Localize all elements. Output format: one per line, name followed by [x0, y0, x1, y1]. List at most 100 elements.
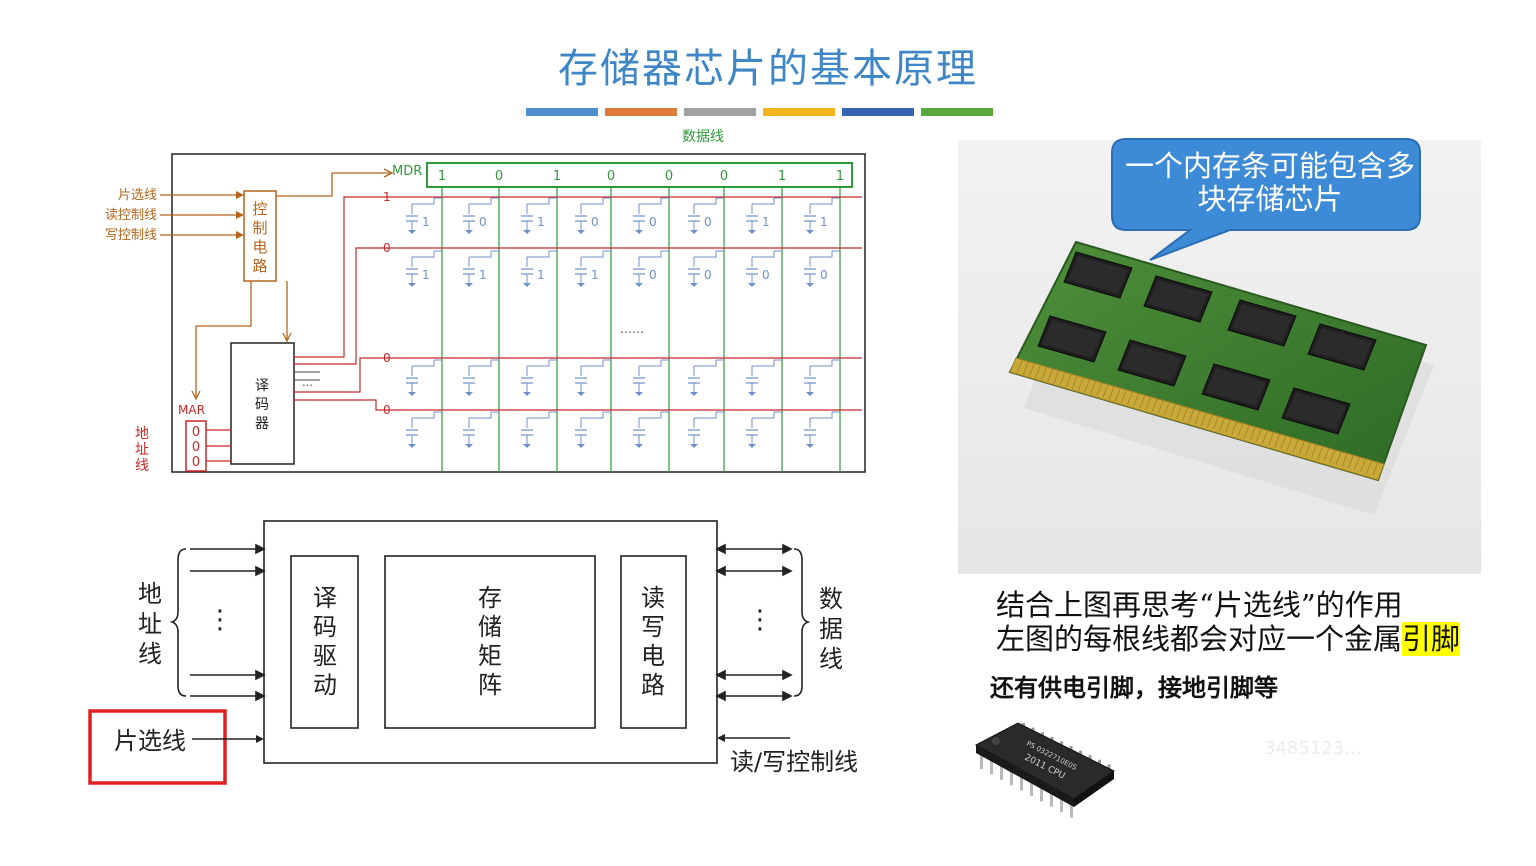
note-line-2: 左图的每根线都会对应一个金属引脚 [996, 616, 1461, 658]
memory-cell [463, 359, 499, 396]
address-char: 线 [135, 458, 149, 474]
cell-bit: 0 [649, 268, 657, 282]
word-lines: 1 0 0 0 [383, 190, 862, 417]
note-line-1: 结合上图再思考“片选线”的作用 [996, 588, 1403, 622]
cell-bit: 1 [762, 215, 770, 229]
memory-cell [575, 411, 611, 448]
data-vdots: ⋮ [747, 605, 773, 635]
speech-bubble-text: 一个内存条可能包含多块存储芯片 [1124, 149, 1415, 216]
memory-cell [688, 359, 724, 396]
control-line-label: 读控制线 [105, 208, 157, 223]
svg-text:电: 电 [641, 642, 665, 670]
svg-text:矩: 矩 [478, 642, 502, 670]
mar-bit: 0 [192, 455, 200, 470]
pin-highlight: 引脚 [1402, 622, 1461, 656]
speech-bubble [1111, 138, 1421, 261]
watermark: 3485123... [1264, 738, 1362, 759]
dip-chip-photo: PS 0322710E0S 2011 CPU [974, 722, 1115, 818]
memory-cell: 0 [633, 250, 669, 287]
storage-matrix-box [384, 555, 596, 729]
svg-text:动: 动 [313, 671, 337, 699]
ram-module-photo [958, 140, 1481, 574]
cell-bit: 0 [704, 268, 712, 282]
color-bar [684, 108, 756, 116]
svg-text:译: 译 [313, 584, 337, 612]
memory-cell: 0 [688, 250, 724, 287]
svg-text:线: 线 [138, 640, 162, 668]
cell-bit: 1 [422, 268, 430, 282]
data-line-label: 数据线 [682, 129, 724, 145]
memory-cell [463, 411, 499, 448]
memory-cell: 1 [406, 197, 442, 234]
mdr-label: MDR [392, 164, 422, 179]
memory-cell [406, 411, 442, 448]
svg-text:阵: 阵 [478, 671, 502, 699]
control-to-mar-wire [195, 281, 252, 398]
color-bar [526, 108, 598, 116]
control-circuit-char: 控 [252, 200, 267, 218]
svg-text:写: 写 [641, 613, 665, 641]
decoder-box [230, 342, 295, 465]
memory-cell: 0 [804, 250, 840, 287]
note-line-3: 还有供电引脚，接地引脚等 [990, 673, 1278, 702]
cell-bit: 1 [537, 268, 545, 282]
color-bar [605, 108, 677, 116]
mar-bits: 000 [192, 425, 200, 470]
decoder-driver-box [290, 555, 359, 729]
data-arrows [715, 543, 793, 702]
memory-cell [521, 359, 557, 396]
note-line-2-text: 左图的每根线都会对应一个金属 [996, 622, 1403, 656]
svg-text:线: 线 [819, 645, 843, 673]
cell-bit: 0 [479, 215, 487, 229]
memory-cell [746, 411, 782, 448]
mdr-bit: 1 [553, 169, 561, 184]
mdr-bit: 0 [720, 169, 728, 184]
memory-cell: 0 [688, 197, 724, 234]
memory-cell [633, 411, 669, 448]
mdr-bit: 1 [438, 169, 446, 184]
chip-outline [263, 520, 718, 764]
memory-cell [633, 359, 669, 396]
address-line-label: 地址线 [135, 426, 149, 474]
address-line-label: 地址线 [138, 580, 162, 668]
address-arrows [190, 543, 266, 702]
mdr-bit: 0 [495, 169, 503, 184]
memory-cell: 1 [575, 250, 611, 287]
cell-bit: 1 [479, 268, 487, 282]
bit-lines [441, 187, 841, 472]
memory-cell: 0 [463, 197, 499, 234]
chip-select-label: 片选线 [114, 727, 186, 755]
mdr-register [426, 162, 853, 188]
memory-cell [804, 359, 840, 396]
mdr-bit: 1 [778, 169, 786, 184]
cell-bit: 0 [820, 268, 828, 282]
decoder-label: 译码器 [255, 378, 269, 432]
address-vdots: ⋮ [207, 605, 233, 635]
mar-label: MAR [178, 403, 205, 417]
memory-cell: 1 [746, 197, 782, 234]
decoder-char: 译 [255, 378, 269, 394]
rw-circuit-box [620, 555, 687, 729]
memory-cell: 1 [521, 250, 557, 287]
svg-text:数: 数 [819, 585, 843, 613]
mar-bit: 0 [192, 440, 200, 455]
memory-cell: 1 [521, 197, 557, 234]
mdr-bit: 0 [665, 169, 673, 184]
memory-cell [521, 411, 557, 448]
mdr-bit: 0 [607, 169, 615, 184]
cell-bit: 0 [591, 215, 599, 229]
control-circuit-char: 制 [252, 219, 267, 237]
memory-cell: 1 [406, 250, 442, 287]
control-line-label: 片选线 [118, 188, 157, 203]
decoder-dots: … [302, 376, 313, 389]
memory-cell: 0 [575, 197, 611, 234]
svg-text:储: 储 [478, 613, 502, 641]
svg-text:读: 读 [641, 584, 665, 612]
svg-text:驱: 驱 [313, 642, 337, 670]
